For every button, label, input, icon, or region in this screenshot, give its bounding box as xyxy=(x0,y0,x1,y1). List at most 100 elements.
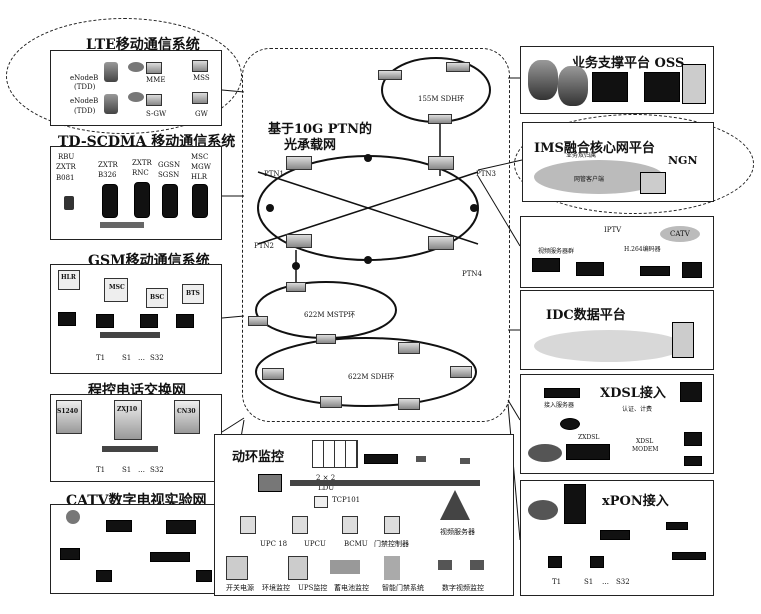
tcp101-label: TCP101 xyxy=(332,496,361,504)
env-22-label: 2 × 2 xyxy=(316,474,336,482)
olt-cabinet-icon xyxy=(564,484,586,524)
ims-service-label: 业务双归属 xyxy=(566,152,597,159)
xdsl-phone-icon xyxy=(684,456,702,466)
lte-title: LTE移动通信系统 xyxy=(86,37,200,53)
env-title: 动环监控 xyxy=(232,450,285,465)
catv-headend-icon xyxy=(106,520,132,532)
video-server-label: 视频服务器 xyxy=(440,528,475,536)
xdsl-cloud-icon xyxy=(528,444,562,462)
camera-icon xyxy=(438,560,452,570)
msc-cabinet-icon xyxy=(192,184,208,218)
cap-video-monitor: 数字视频监控 xyxy=(442,584,484,592)
env-pc-icon xyxy=(258,474,282,492)
camera-icon xyxy=(470,560,484,570)
mss-label: MSS xyxy=(193,74,210,82)
zxj10-cabinet-icon xyxy=(114,400,142,440)
door-controller-label: 门禁控制器 xyxy=(374,540,409,548)
lte-tdd1-label: (TDD) xyxy=(74,83,96,91)
battery-icon xyxy=(330,560,360,574)
gw-node-icon xyxy=(192,92,208,104)
upcu-box-icon xyxy=(292,516,308,534)
sdh-node-icon xyxy=(428,114,452,124)
upc18-box-icon xyxy=(240,516,256,534)
xpon-cloud-icon xyxy=(528,500,558,520)
lte-enodeb2-label: eNodeB xyxy=(70,97,99,105)
gsm-switch-icon xyxy=(100,332,160,338)
rbu-label: RBU xyxy=(58,153,75,161)
cn30-label: CN30 xyxy=(177,408,196,415)
gsm-server-icon xyxy=(140,314,158,328)
oss-database-icon xyxy=(528,60,558,100)
bts-box-icon xyxy=(182,284,204,304)
gsm-server-icon xyxy=(176,314,194,328)
link-marker-icon xyxy=(266,204,274,212)
link-marker-icon xyxy=(470,204,478,212)
lte-tdd2-label: (TDD) xyxy=(74,107,96,115)
core-title-line1: 基于10G PTN的 xyxy=(268,122,373,137)
sdh-node-icon xyxy=(450,366,472,378)
ptn2-label: PTN2 xyxy=(254,242,274,250)
sdh-node-icon xyxy=(320,396,342,408)
pstn-dots-label: … xyxy=(138,466,145,474)
xdsl-modem-type-label: XDSL xyxy=(636,438,654,445)
xpon-dots-label: … xyxy=(602,578,609,586)
enodeb-antenna-icon xyxy=(104,62,118,82)
b081-label: B081 xyxy=(56,174,75,182)
iptv-settop-icon xyxy=(640,266,670,276)
idc-title: IDC数据平台 xyxy=(546,308,626,323)
access-server-icon xyxy=(544,388,580,398)
video-wall-icon xyxy=(312,440,358,468)
cap-switch-power: 开关电源 xyxy=(226,584,254,592)
sgsn-cabinet-icon xyxy=(162,184,178,218)
xdsl-title: XDSL接入 xyxy=(600,386,666,401)
zxtr-b326-cabinet-icon xyxy=(102,184,118,218)
link-marker-icon xyxy=(364,154,372,162)
rbu-device-icon xyxy=(64,196,74,210)
ptn-core-boundary xyxy=(242,48,510,422)
xpon-pc-icon xyxy=(590,556,604,568)
cap-env-monitor: 环境监控 xyxy=(262,584,290,592)
oss-monitor-icon xyxy=(592,72,628,102)
router-icon xyxy=(128,92,144,102)
zxdsl-label: ZXDSL xyxy=(578,434,600,441)
idc-cloud-icon xyxy=(534,330,684,362)
tv-set-icon xyxy=(682,262,702,278)
gsm-t1-label: T1 xyxy=(96,354,106,362)
gsm-msc-label: MSC xyxy=(109,284,125,291)
zxdsl-dslam-icon xyxy=(566,444,610,460)
upcu-label: UPCU xyxy=(304,540,326,548)
msc-label: MSC xyxy=(191,153,209,161)
ims-boundary xyxy=(514,114,754,214)
catv-headend-icon xyxy=(166,520,196,534)
gsm-hlr-label: HLR xyxy=(61,274,76,281)
onu-device-icon xyxy=(666,522,688,530)
xdsl-modem-label: MODEM xyxy=(632,446,659,453)
cap-battery-monitor: 蓄电池监控 xyxy=(334,584,369,592)
ptn-node-icon xyxy=(286,234,312,248)
lte-boundary xyxy=(6,18,242,134)
oss-database-icon xyxy=(558,66,588,106)
ggsn-label: GGSN xyxy=(158,161,181,169)
gsm-dots-label: … xyxy=(138,354,145,362)
enodeb-antenna-icon xyxy=(104,94,118,114)
ims-title: IMS融合核心网平台 xyxy=(534,141,655,156)
xpon-panel xyxy=(520,480,714,596)
camera-icon xyxy=(460,458,470,464)
mgw-label: MGW xyxy=(191,163,211,171)
link-marker-icon xyxy=(364,256,372,264)
env-bus-line-icon xyxy=(290,480,480,486)
gsm-server-icon xyxy=(58,312,76,326)
catv-cloud-icon xyxy=(660,226,700,242)
mstp-node-icon xyxy=(316,334,336,344)
mss-node-icon xyxy=(192,60,208,72)
zxtr-label: ZXTR xyxy=(56,163,76,171)
sdh-node-icon xyxy=(378,70,402,80)
access-server-label: 接入服务器 xyxy=(544,402,575,409)
ims-net-label: 网管客户端 xyxy=(574,176,605,183)
encoder-label: H.264编码器 xyxy=(624,246,661,253)
video-server-label: 视频服务器群 xyxy=(538,248,575,255)
sdh-node-icon xyxy=(446,62,470,72)
onu-device-icon xyxy=(672,552,706,560)
door-icon xyxy=(384,556,400,580)
bcmu-box-icon xyxy=(342,516,358,534)
